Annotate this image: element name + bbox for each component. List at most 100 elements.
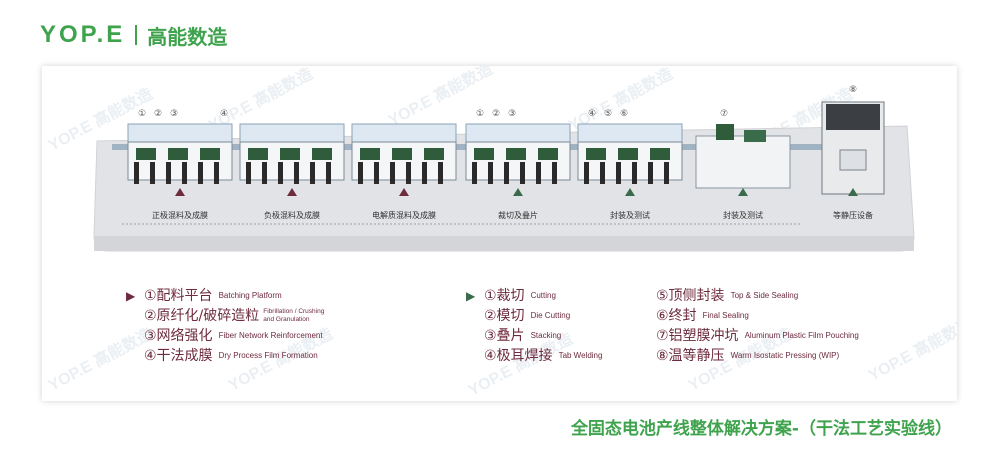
legend-item: ③叠片 Stacking bbox=[466, 326, 602, 346]
station-leg bbox=[374, 162, 379, 184]
station-leg bbox=[326, 162, 331, 184]
legend-mid: ▶ ①裁切 Cutting ②模切 Die Cutting ③叠片 Stacki… bbox=[466, 286, 602, 366]
legend-item: ▶ ①裁切 Cutting bbox=[466, 286, 602, 306]
station-enclosure-top bbox=[577, 123, 683, 143]
legend-item: ④干法成膜 Dry Process Film Formation bbox=[126, 346, 333, 366]
legend-item-en: Fiber Network Reinforcement bbox=[218, 331, 323, 340]
station-step-number: ③ bbox=[170, 109, 178, 119]
legend-marker: ▶ bbox=[126, 289, 136, 303]
legend-item-en: Cutting bbox=[530, 291, 556, 300]
station-marker bbox=[513, 188, 523, 196]
station-module bbox=[392, 148, 412, 160]
station-step-number: ④ bbox=[588, 109, 596, 119]
station-step-number: ③ bbox=[508, 109, 516, 119]
station-leg bbox=[632, 162, 637, 184]
legend-item-cn: ①配料平台 bbox=[144, 288, 213, 304]
station-leg bbox=[600, 162, 605, 184]
station-leg bbox=[150, 162, 155, 184]
sealing-machine bbox=[695, 135, 791, 189]
legend-item-cn: ④极耳焊接 bbox=[484, 348, 553, 364]
station-module bbox=[538, 148, 558, 160]
legend-item: ⑦铝塑膜冲坑 Aluminum Plastic Film Pouching bbox=[656, 326, 859, 346]
legend-item-cn: ④干法成膜 bbox=[144, 348, 213, 364]
station-module bbox=[200, 148, 220, 160]
legend-item-cn: ③叠片 bbox=[484, 328, 525, 344]
station-step-number: ① bbox=[138, 109, 146, 119]
legend-item: ②原纤化/破碎造粒 Fibrillation / Crushing and Gr… bbox=[126, 306, 333, 326]
station-leg bbox=[198, 162, 203, 184]
station-module bbox=[650, 148, 670, 160]
legend-item-en: Fibrillation / Crushing and Granulation bbox=[263, 308, 325, 323]
legend-item-en: Final Sealing bbox=[702, 311, 749, 320]
station-marker bbox=[399, 188, 409, 196]
station-module bbox=[136, 148, 156, 160]
brand: YOP.E 高能数造 bbox=[40, 20, 227, 50]
station-leg bbox=[182, 162, 187, 184]
station-marker bbox=[848, 188, 858, 196]
station-leg bbox=[390, 162, 395, 184]
sealing-module bbox=[716, 124, 734, 140]
station-enclosure-top bbox=[465, 123, 571, 143]
legend-item-en: Warm Isostatic Pressing (WIP) bbox=[730, 351, 840, 360]
station-leg bbox=[616, 162, 621, 184]
legend-item: ▶ ①配料平台 Batching Platform bbox=[126, 286, 333, 306]
station-leg bbox=[166, 162, 171, 184]
station-label: 裁切及叠片 bbox=[498, 210, 538, 220]
wip-panel bbox=[839, 149, 867, 171]
station-label: 等静压设备 bbox=[833, 210, 873, 220]
diagram-card: YOP.E 高能数造 YOP.E 高能数造 YOP.E 高能数造 YOP.E 高… bbox=[42, 66, 957, 401]
legend-item-cn: ③网络强化 bbox=[144, 328, 213, 344]
legend-item-cn: ①裁切 bbox=[484, 288, 525, 304]
station-module bbox=[280, 148, 300, 160]
station-module bbox=[506, 148, 526, 160]
legend-item: ③网络强化 Fiber Network Reinforcement bbox=[126, 326, 333, 346]
station-leg bbox=[246, 162, 251, 184]
legend-item-en: Stacking bbox=[530, 331, 562, 340]
station-leg bbox=[472, 162, 477, 184]
station-leg bbox=[214, 162, 219, 184]
station-marker bbox=[738, 188, 748, 196]
station-leg bbox=[134, 162, 139, 184]
legend-item: ⑤顶侧封装 Top & Side Sealing bbox=[656, 286, 859, 306]
station-leg bbox=[406, 162, 411, 184]
station-label: 电解质混料及成膜 bbox=[372, 210, 436, 220]
sealing-module bbox=[744, 130, 766, 142]
legend-item-en: Aluminum Plastic Film Pouching bbox=[744, 331, 859, 340]
station-leg bbox=[294, 162, 299, 184]
brand-separator bbox=[135, 25, 138, 45]
station-label: 封装及测试 bbox=[723, 210, 763, 220]
bottom-title: 全固态电池产线整体解决方案-（干法工艺实验线） bbox=[570, 419, 952, 439]
station-leg bbox=[536, 162, 541, 184]
legend-item-en: Batching Platform bbox=[218, 291, 282, 300]
legend-item-cn: ⑥终封 bbox=[656, 308, 697, 324]
platform-edge bbox=[94, 236, 914, 251]
legend-item-cn: ②模切 bbox=[484, 308, 525, 324]
legend-item-cn: ⑦铝塑膜冲坑 bbox=[656, 328, 739, 344]
station-step-number: ⑤ bbox=[604, 109, 612, 119]
station-label: 正极混料及成膜 bbox=[152, 210, 208, 220]
station-leg bbox=[310, 162, 315, 184]
station-leg bbox=[664, 162, 669, 184]
legend-left: ▶ ①配料平台 Batching Platform ②原纤化/破碎造粒 Fibr… bbox=[126, 286, 333, 366]
station-marker bbox=[625, 188, 635, 196]
legend-item-en: Tab Welding bbox=[558, 351, 603, 360]
station-leg bbox=[520, 162, 525, 184]
legend-item-cn: ⑤顶侧封装 bbox=[656, 288, 725, 304]
station-enclosure-top bbox=[239, 123, 345, 143]
station-label: 负极混料及成膜 bbox=[264, 210, 320, 220]
station-module bbox=[474, 148, 494, 160]
station-leg bbox=[488, 162, 493, 184]
station-step-number: ⑦ bbox=[720, 109, 728, 119]
legend-item: ④极耳焊接 Tab Welding bbox=[466, 346, 602, 366]
station-leg bbox=[584, 162, 589, 184]
station-module bbox=[618, 148, 638, 160]
watermark: YOP.E 高能数造 bbox=[865, 315, 957, 385]
station-leg bbox=[504, 162, 509, 184]
station-label: 封装及测试 bbox=[610, 210, 650, 220]
station-leg bbox=[648, 162, 653, 184]
legend-item-en: Dry Process Film Formation bbox=[218, 351, 318, 360]
station-leg bbox=[552, 162, 557, 184]
station-module bbox=[586, 148, 606, 160]
station-module bbox=[312, 148, 332, 160]
